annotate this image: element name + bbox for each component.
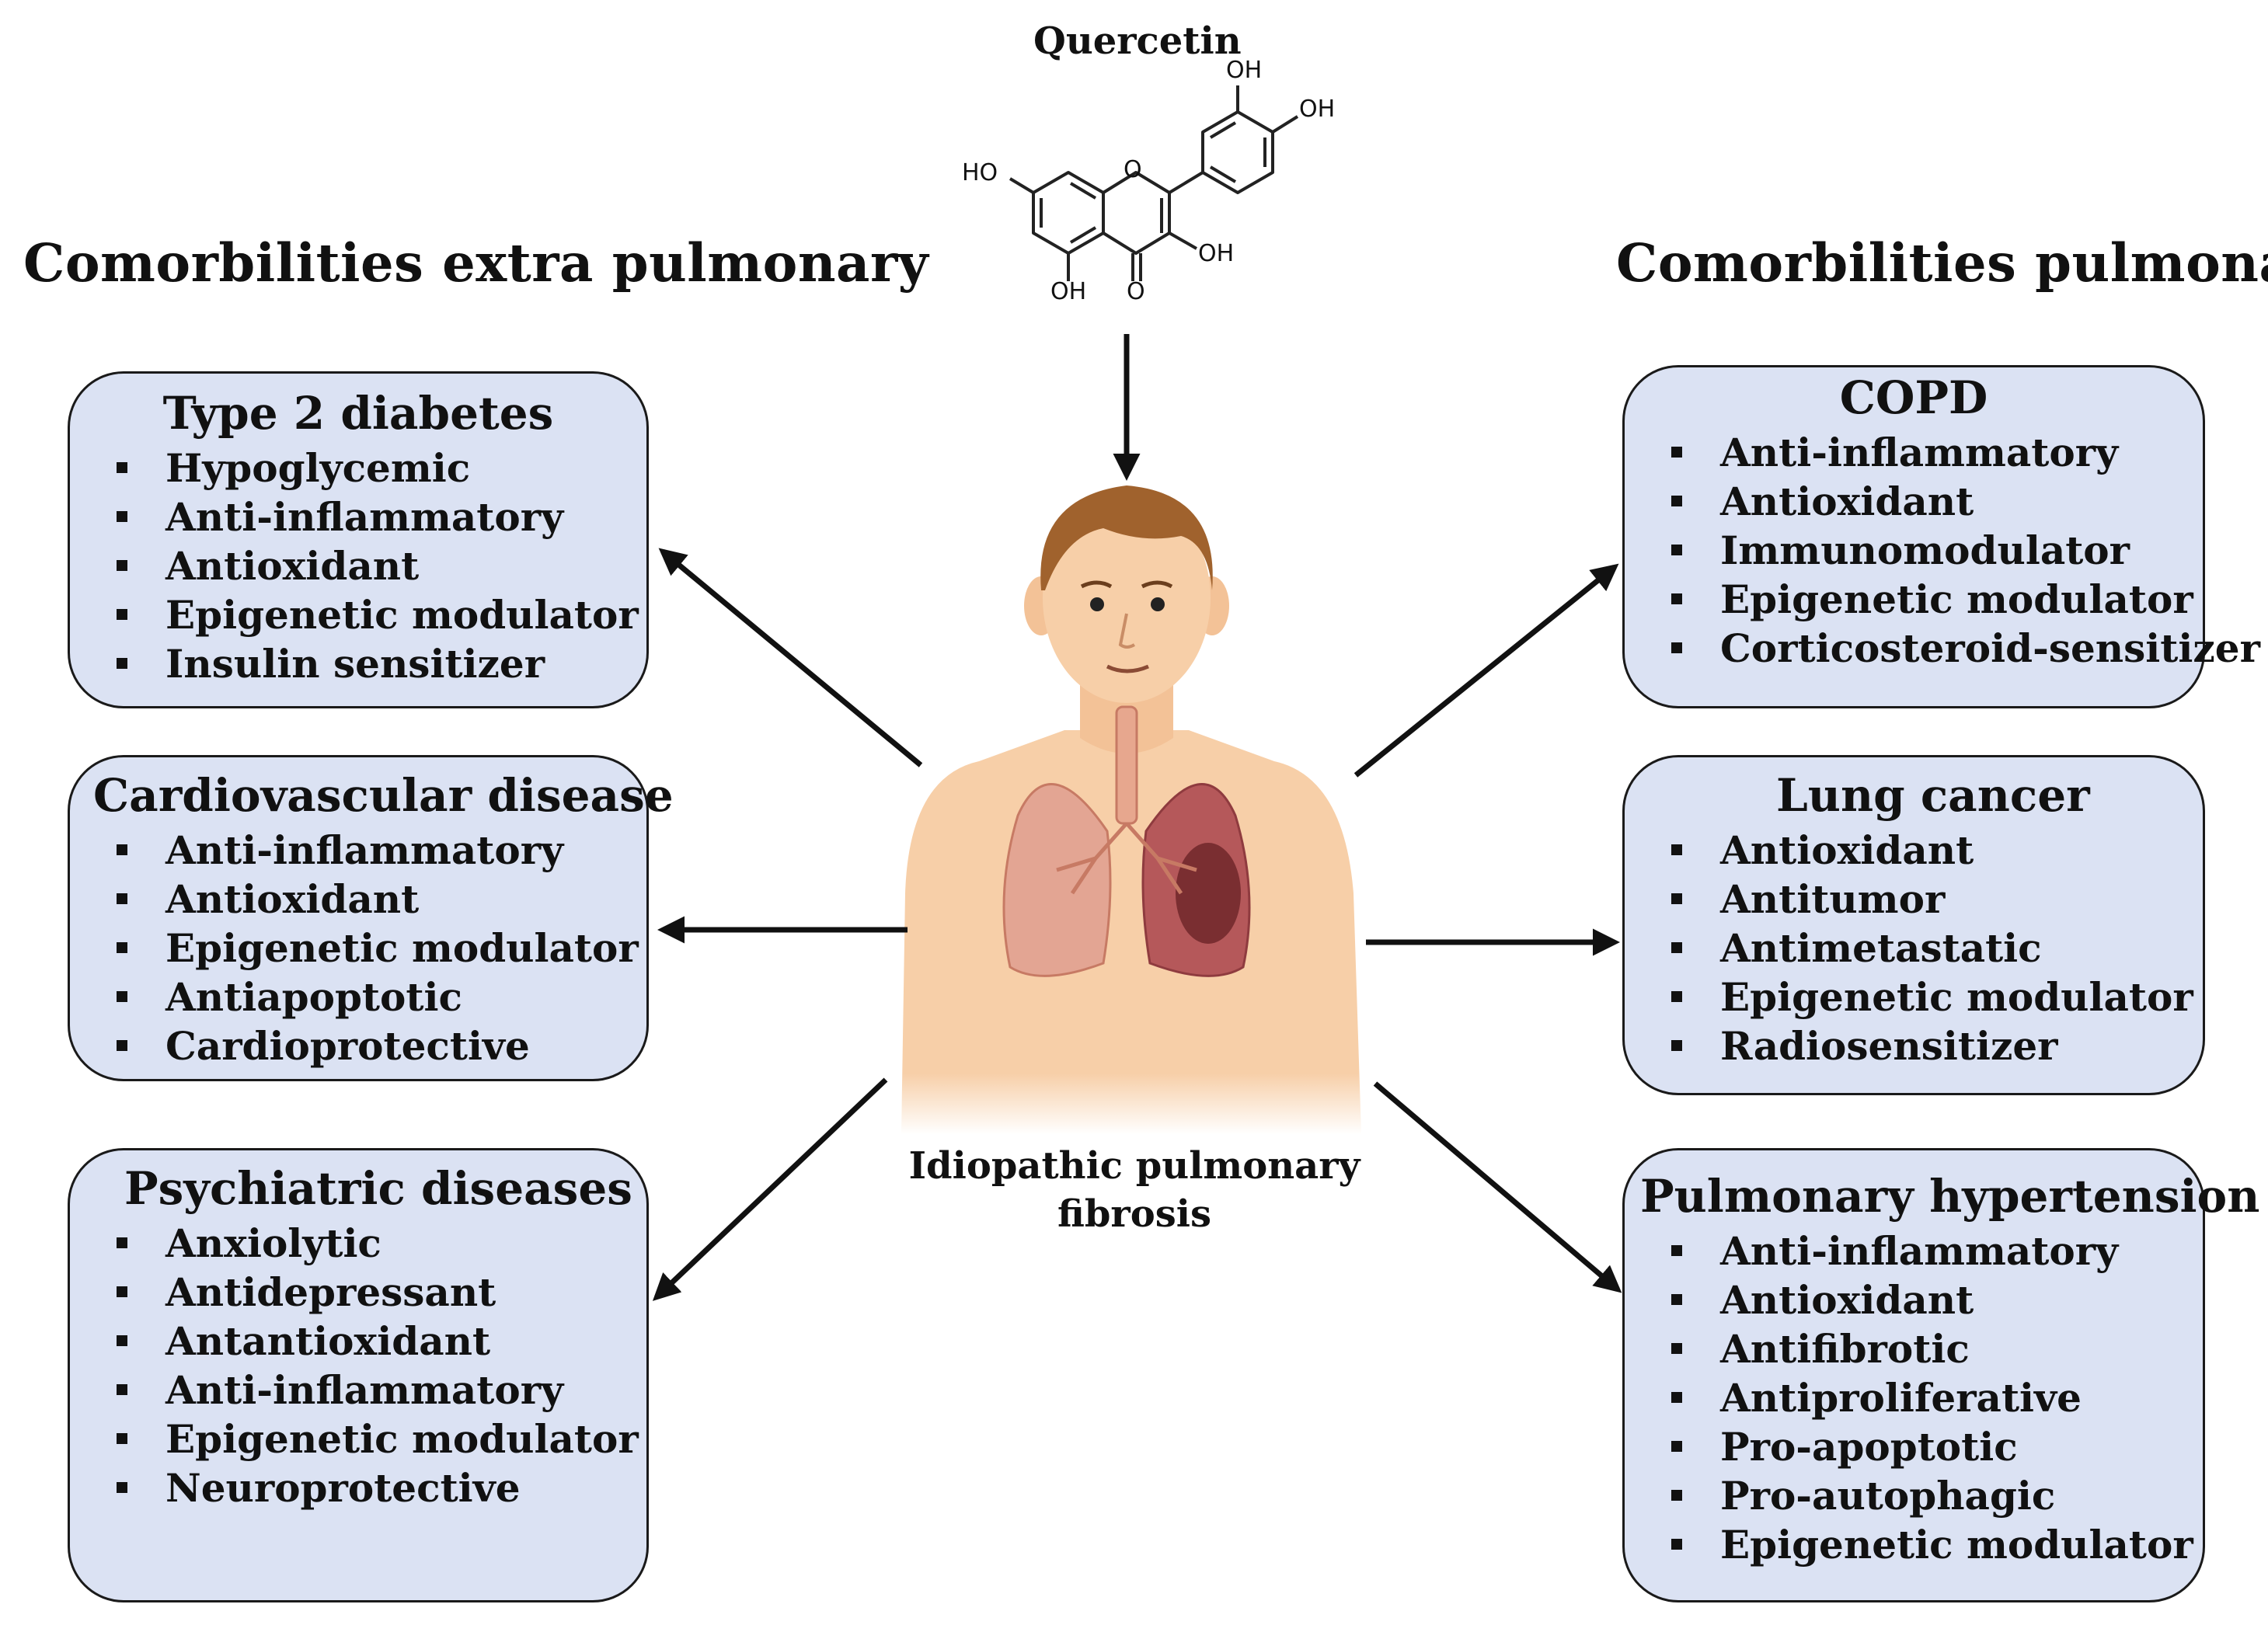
list-item: Antioxidant [1648,1275,2179,1324]
atom-ho-7: HO [962,159,998,186]
arrow-to-psych [652,1077,888,1301]
healthy-lung [1002,783,1112,977]
list-item: Cardioprotective [93,1021,623,1070]
hair [1040,485,1213,590]
list-item: Antidepressant [93,1268,623,1317]
trachea [1115,705,1138,825]
nose [1118,613,1136,649]
right-eye [1151,597,1165,611]
arrow-to-copd [1353,563,1619,778]
molecule-name: Quercetin [1033,19,1242,63]
atom-o-carbonyl: O [1127,278,1145,305]
atom-oh-4prime: OH [1299,96,1335,123]
list-item: Antitumor [1648,875,2179,924]
atom-oh-3prime: OH [1226,57,1262,84]
list-item: Epigenetic modulator [1648,1520,2193,1569]
left-eye [1090,597,1104,611]
list-item: Epigenetic modulator [93,924,639,973]
list-item: Insulin sensitizer [93,639,623,688]
pulmonary-title: Comorbilities pulmonary [1616,232,2268,294]
card-psychiatric-diseases: Psychiatric diseases Anxiolytic Antidepr… [68,1148,649,1602]
list-item: Antimetastatic [1648,924,2179,973]
list-item: Antiproliferative [1648,1373,2179,1422]
list-item: Corticosteroid-sensitizer [1648,624,2260,673]
list-item: Epigenetic modulator [93,1415,639,1463]
fibrosis-lesion [1176,843,1241,944]
list-item: Antioxidant [93,875,623,924]
list-item: Pro-autophagic [1648,1471,2179,1520]
list-item: Radiosensitizer [1648,1021,2179,1070]
list-item: Anti-inflammatory [93,492,623,541]
card-title: COPD [1839,371,1988,424]
mouth [1106,664,1149,673]
list-item: Antioxidant [1648,826,2179,875]
list-item: Hypoglycemic [93,444,623,492]
card-pulmonary-hypertension: Pulmonary hypertension Anti-inflammatory… [1622,1148,2260,1602]
atom-oh-5: OH [1050,278,1086,305]
list-item: Antioxidant [93,541,623,590]
arrow-to-pulmonary-hypertension [1373,1081,1622,1293]
list-item: Anti-inflammatory [1648,428,2179,477]
list-item: Antifibrotic [1648,1324,2179,1373]
head [1043,493,1211,703]
bronchi [1056,822,1197,895]
quercetin-structure [1009,85,1299,281]
list-item: Anxiolytic [93,1219,623,1268]
card-title: Lung cancer [1776,769,2090,822]
list-item: Antioxidant [1648,477,2179,526]
list-item: Antiapoptotic [93,973,623,1021]
list-item: Anti-inflammatory [93,1366,623,1415]
extra-pulmonary-title: Comorbilities extra pulmonary [23,232,929,294]
card-lung-cancer: Lung cancer Antioxidant Antitumor Antime… [1622,755,2205,1095]
list-item: Antantioxidant [93,1317,623,1366]
card-title: Type 2 diabetes [162,387,554,440]
list-item: Immunomodulator [1648,526,2179,575]
atom-o-ring: O [1124,156,1142,183]
atom-oh-3: OH [1198,240,1234,267]
card-type-2-diabetes: Type 2 diabetes Hypoglycemic Anti-inflam… [68,371,649,708]
card-title: Pulmonary hypertension [1640,1170,2260,1223]
arrow-to-diabetes [658,548,923,767]
human-figure [901,485,1361,1134]
list-item: Anti-inflammatory [1648,1227,2179,1275]
list-item: Epigenetic modulator [1648,973,2193,1021]
list-item: Neuroprotective [93,1463,623,1512]
list-item: Anti-inflammatory [93,826,623,875]
card-cardiovascular-disease: Cardiovascular disease Anti-inflammatory… [68,755,674,1081]
card-copd: COPD Anti-inflammatory Antioxidant Immun… [1622,365,2260,708]
list-item: Epigenetic modulator [93,590,639,639]
card-title: Cardiovascular disease [93,769,674,822]
center-caption: Idiopathic pulmonary fibrosis [908,1144,1360,1236]
list-item: Epigenetic modulator [1648,575,2193,624]
list-item: Pro-apoptotic [1648,1422,2179,1471]
card-title: Psychiatric diseases [124,1162,632,1215]
